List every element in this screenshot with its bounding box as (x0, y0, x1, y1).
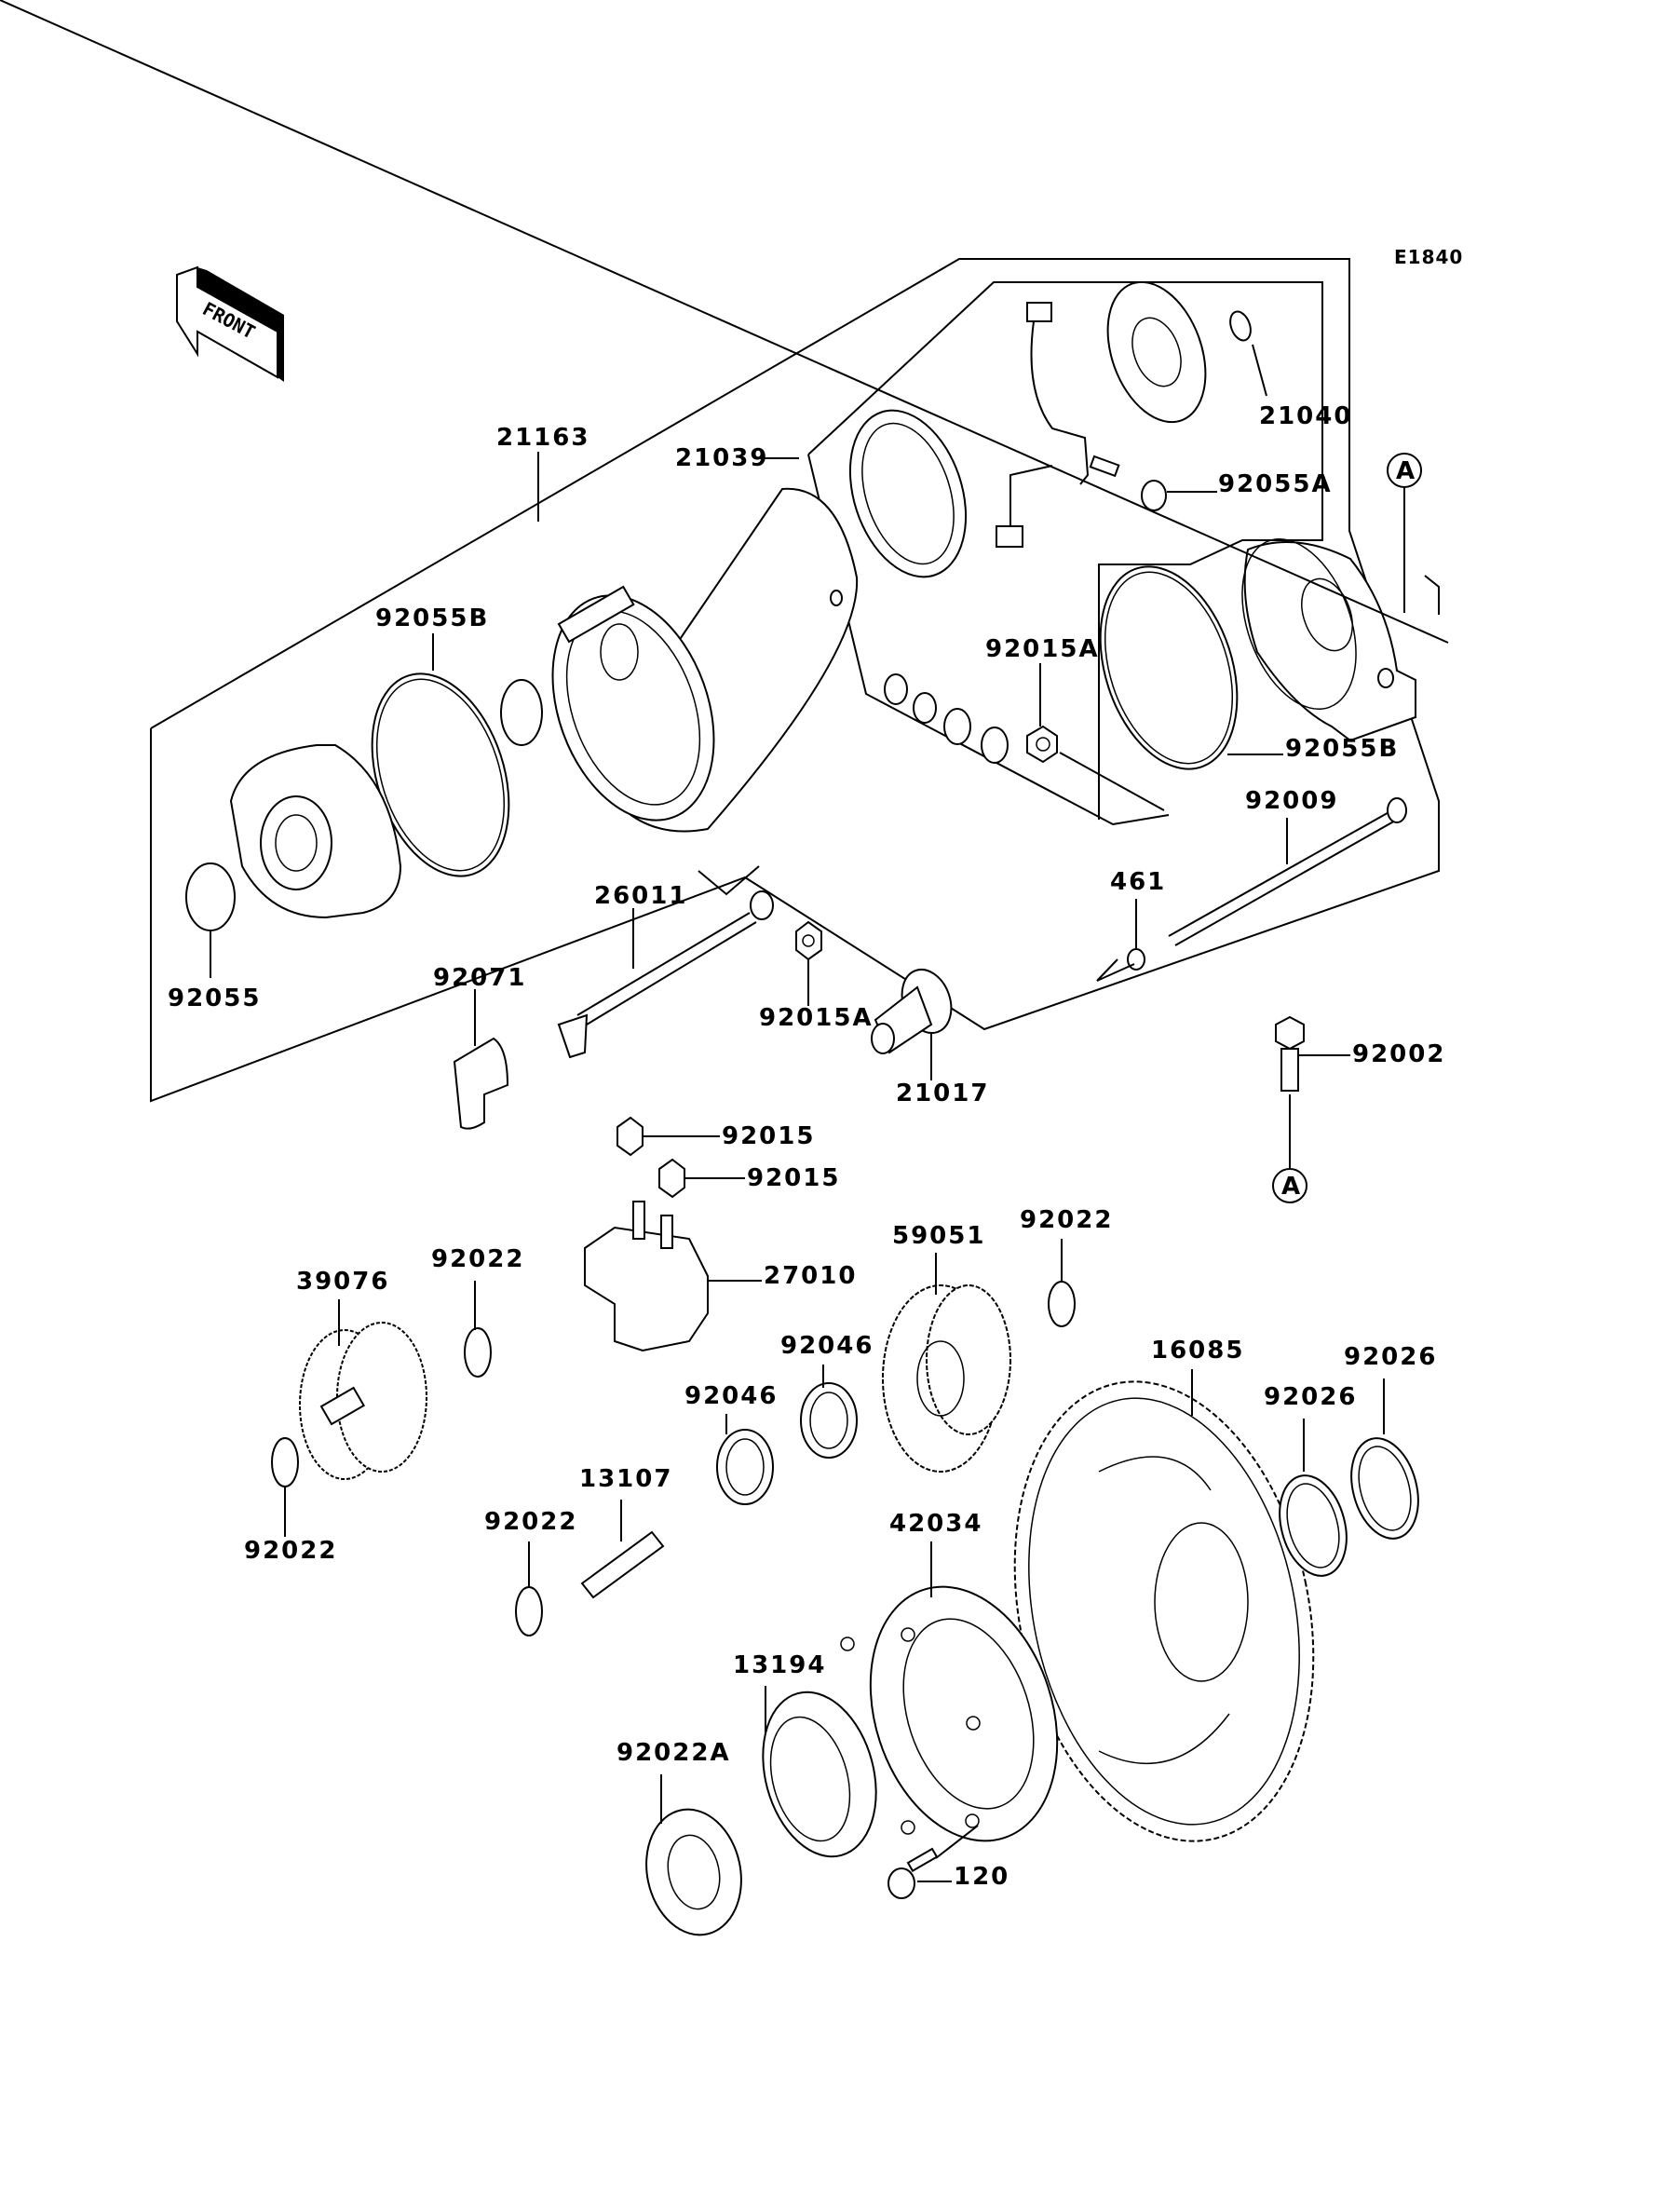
part-label-92015-a: 92015 (722, 1122, 815, 1150)
part-label-92022-bottom: 92022 (484, 1508, 577, 1536)
part-label-21040: 21040 (1259, 402, 1352, 430)
part-label-92071: 92071 (433, 964, 526, 992)
starter-relay-27010-part (584, 1201, 709, 1352)
part-label-42034: 42034 (889, 1510, 982, 1538)
reference-marker-a-bottom (1272, 1168, 1307, 1203)
part-label-13194: 13194 (733, 1651, 826, 1679)
reference-marker-a-top-label: A (1396, 457, 1415, 485)
nut-92015-b-part (658, 1158, 685, 1199)
washer-92022-right-part (1048, 1281, 1076, 1327)
part-label-92026-left: 92026 (1264, 1383, 1357, 1411)
part-label-92022-top: 92022 (431, 1245, 524, 1273)
part-label-21163: 21163 (496, 424, 589, 452)
spacer-92026-right-part (1350, 1437, 1419, 1540)
through-bolt-92009-part (1168, 797, 1407, 946)
part-label-27010: 27010 (764, 1262, 857, 1290)
nut-92015-a-part (616, 1116, 644, 1157)
part-label-92015-b: 92015 (747, 1164, 840, 1192)
part-label-13107: 13107 (579, 1465, 672, 1493)
part-label-21039: 21039 (675, 444, 768, 472)
part-label-461: 461 (1110, 868, 1166, 896)
idle-gear-59051-part (882, 1284, 1011, 1473)
diagram-code: E1840 (1394, 246, 1463, 268)
o-ring-92055a-part (1141, 480, 1167, 511)
lead-wire-26011-part (557, 865, 774, 1059)
motor-body-part (500, 487, 859, 833)
part-label-92022a: 92022A (616, 1739, 731, 1767)
rear-cover-part (1241, 538, 1416, 742)
part-label-16085: 16085 (1151, 1337, 1244, 1365)
part-label-92026-right: 92026 (1344, 1343, 1437, 1371)
o-ring-92055b-right-part (1099, 565, 1239, 770)
part-label-92015a-mid: 92015A (759, 1004, 874, 1032)
part-label-92015a-top: 92015A (985, 635, 1100, 663)
washer-92022-bottom-left-part (271, 1437, 299, 1487)
part-label-92009: 92009 (1245, 787, 1338, 815)
idle-gear-39076-part (299, 1322, 427, 1480)
spacer-92026-left-part (1279, 1474, 1348, 1577)
bolt-92002-part (1275, 1015, 1305, 1092)
nut-92015a-mid-part (795, 920, 822, 961)
brush-plate-part (996, 280, 1267, 548)
starter-motor-bracket (150, 258, 1440, 1103)
cap-92071-part (453, 1037, 509, 1130)
needle-bearing-92046-b-part (800, 1382, 858, 1459)
part-label-39076: 39076 (296, 1268, 389, 1296)
part-label-92022-bottom-left: 92022 (244, 1537, 337, 1565)
part-label-92055b-right: 92055B (1285, 735, 1399, 763)
part-label-92002: 92002 (1352, 1040, 1445, 1068)
part-label-92055: 92055 (168, 985, 261, 1012)
washer-92022-top-part (464, 1327, 492, 1378)
front-cover-part (229, 744, 402, 919)
terminal-boot-21017-part (871, 969, 953, 1054)
part-label-26011: 26011 (594, 882, 687, 910)
bolt-120-part (887, 1847, 939, 1899)
washer-92022a-part (645, 1808, 742, 1936)
nut-92015a-top-part (1026, 725, 1058, 764)
needle-bearing-92046-a-part (716, 1429, 774, 1505)
o-ring-92055-part (185, 862, 236, 931)
part-label-92022-right: 92022 (1020, 1206, 1113, 1234)
part-label-92046-a: 92046 (780, 1332, 874, 1360)
part-label-21017: 21017 (896, 1080, 989, 1107)
part-label-59051: 59051 (892, 1222, 985, 1250)
part-label-92055b-left: 92055B (375, 604, 489, 632)
brush-holder-ring-part (848, 409, 968, 578)
shaft-13107-part (580, 1530, 665, 1599)
front-arrow-icon: FRONT (176, 265, 284, 382)
part-label-92055a-top: 92055A (1218, 470, 1333, 498)
washer-92022-bottom-part (515, 1586, 543, 1636)
part-label-120: 120 (954, 1863, 1009, 1891)
one-way-clutch-13194-part (762, 1691, 877, 1858)
reference-marker-a-bottom-label: A (1281, 1173, 1300, 1201)
part-label-92046-b: 92046 (684, 1382, 778, 1410)
washers-part (884, 673, 1009, 764)
